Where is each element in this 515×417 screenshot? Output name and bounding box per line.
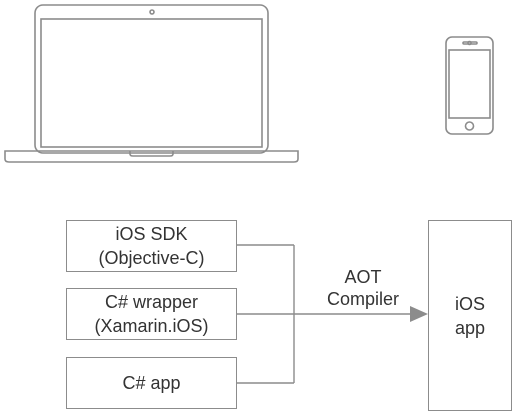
csharp-app-label: C# app xyxy=(122,373,181,393)
laptop-icon xyxy=(4,4,299,163)
connector-lines xyxy=(237,244,412,384)
csharp-app-box: C# app xyxy=(66,357,237,409)
csharp-wrapper-box: C# wrapper (Xamarin.iOS) xyxy=(66,288,237,340)
ios-app-label: iOS app xyxy=(454,293,486,338)
ios-sdk-box: iOS SDK (Objective-C) xyxy=(66,220,237,272)
aot-compiler-label: AOT Compiler xyxy=(326,267,400,309)
ios-sdk-label: iOS SDK (Objective-C) xyxy=(98,224,205,268)
csharp-wrapper-label: C# wrapper (Xamarin.iOS) xyxy=(94,292,209,336)
ios-app-box: iOS app xyxy=(428,220,512,411)
iphone-icon xyxy=(445,36,494,135)
arrow-head xyxy=(410,306,428,322)
